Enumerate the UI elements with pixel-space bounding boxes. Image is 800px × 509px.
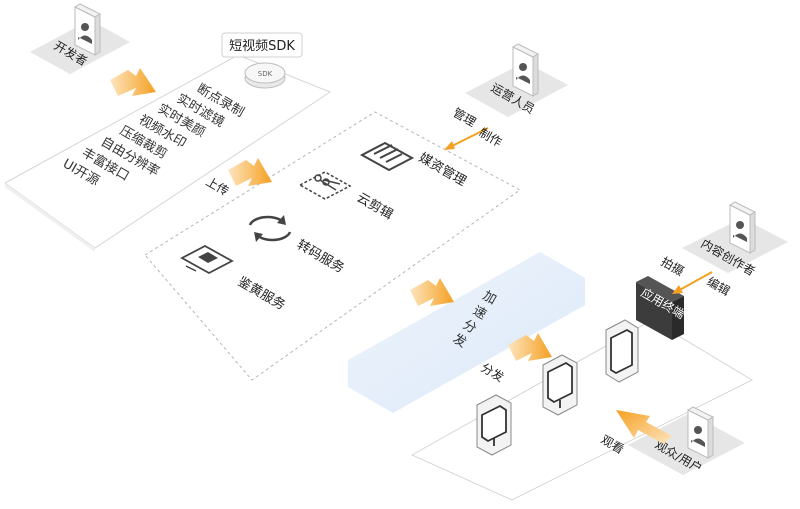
sdk-disk-icon: SDK (244, 62, 286, 89)
acceleration-char: 速 (470, 303, 489, 322)
arrow-sdk-to-cloud (228, 158, 272, 186)
arrow-viewer-to-devices (616, 410, 672, 444)
acceleration-char: 分 (460, 317, 479, 336)
creator-role: 内容创作者 (682, 201, 788, 279)
arrow-acceleration-to-devices (508, 333, 552, 361)
refresh-icon (248, 215, 292, 242)
manage-label: 管理 (451, 105, 479, 130)
viewer-role: 观众/用户 (628, 406, 745, 476)
terminal-panel (410, 319, 754, 501)
edit-label: 编辑 (705, 274, 733, 299)
id-card-icon (180, 244, 234, 275)
developer-role: 开发者 (30, 3, 130, 74)
scissors-icon (298, 171, 352, 200)
arrow-cloud-to-acceleration (410, 278, 454, 306)
arrow-developer-to-sdk (110, 68, 156, 96)
tv-icon (476, 394, 512, 456)
acceleration-band: 加 速 分 发 (348, 252, 585, 413)
arrow-operator-to-cloud (444, 127, 489, 150)
monitor-icon (542, 354, 578, 416)
user-avatar-icon (733, 221, 747, 242)
sdk-title: 短视频SDK (229, 39, 295, 54)
sdk-panel: 短视频SDK SDK 断点录制 实时滤镜 实时美颜 视频水印 压缩裁剪 自由分辨… (4, 32, 332, 252)
upload-label: 上传 (204, 174, 232, 199)
distribute-label: 分发 (479, 360, 507, 385)
sdk-disk-label: SDK (258, 70, 273, 78)
acceleration-char: 加 (480, 288, 499, 307)
shoot-label: 拍摄 (659, 254, 687, 279)
user-avatar-icon (78, 23, 92, 44)
operator-role: 运营人员 (465, 43, 568, 117)
produce-label: 制作 (477, 125, 505, 149)
arrow-creator-to-terminal (672, 271, 713, 294)
terminal-label-box: 应用终端 (636, 276, 688, 340)
sdk-title-box (221, 32, 303, 58)
tablet-icon (605, 319, 639, 383)
media-management-icon (359, 141, 415, 172)
user-avatar-icon (516, 63, 530, 84)
user-avatar-icon (691, 426, 705, 447)
